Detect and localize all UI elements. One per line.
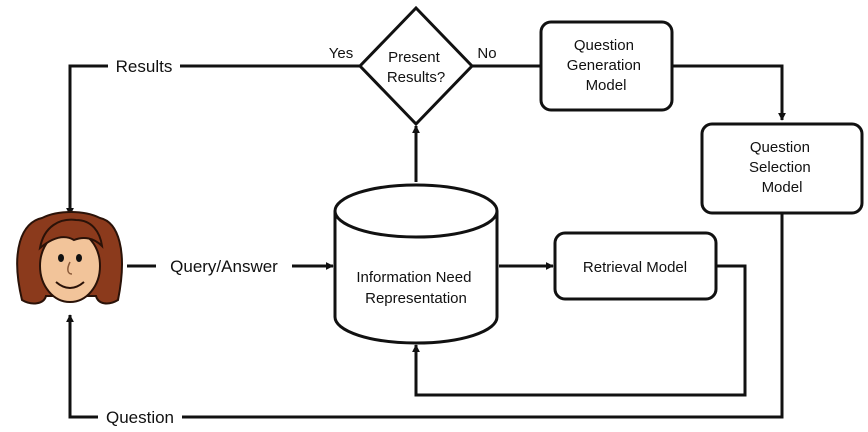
- node-infoneed-line-2: Representation: [365, 290, 467, 307]
- node-retrieval-line-1: Retrieval Model: [583, 259, 687, 276]
- node-qsel-line-1: Question: [750, 139, 810, 156]
- edge-query-label-bg: [156, 255, 292, 277]
- user-avatar-icon: [16, 211, 123, 305]
- node-information-need-cylinder: Information Need Representation: [333, 183, 499, 345]
- svg-text:Information Need Represe: Information Need Representation: [356, 269, 475, 307]
- node-qsel-line-3: Model: [762, 179, 803, 196]
- node-question-generation-model: Question Generation Model: [539, 20, 674, 112]
- edge-retrieval-feedback: [412, 264, 747, 397]
- node-present-line-1: Present: [388, 49, 441, 66]
- edge-question-line: [66, 213, 784, 419]
- edge-question-label: Question: [106, 408, 174, 427]
- edge-results-label-bg: [108, 55, 180, 77]
- edge-yes-label: Yes: [329, 45, 353, 62]
- node-qgen-line-1: Question: [574, 37, 634, 54]
- node-qsel-line-2: Selection: [749, 159, 811, 176]
- svg-text:Present Results?: Present Results?: [387, 49, 445, 86]
- svg-text:Question Selection: Question Selection Model: [749, 139, 815, 196]
- edge-results-line: [66, 64, 360, 216]
- edge-query-label: Query/Answer: [170, 257, 278, 276]
- node-infoneed-line-1: Information Need: [356, 269, 471, 286]
- edge-results-label: Results: [116, 57, 173, 76]
- node-qgen-line-2: Generation: [567, 57, 641, 74]
- node-question-selection-model: Question Selection Model: [700, 122, 864, 215]
- node-present-results: Present Results?: [357, 5, 475, 127]
- edge-question-label-bg: [98, 406, 182, 428]
- edge-no-label: No: [477, 45, 496, 62]
- node-qgen-line-3: Model: [586, 77, 627, 94]
- node-present-line-2: Results?: [387, 69, 445, 86]
- edge-qgen-to-qsel: [672, 64, 786, 121]
- node-retrieval-model: Retrieval Model: [553, 231, 718, 301]
- svg-text:Question Generation: Question Generation Model: [567, 37, 645, 94]
